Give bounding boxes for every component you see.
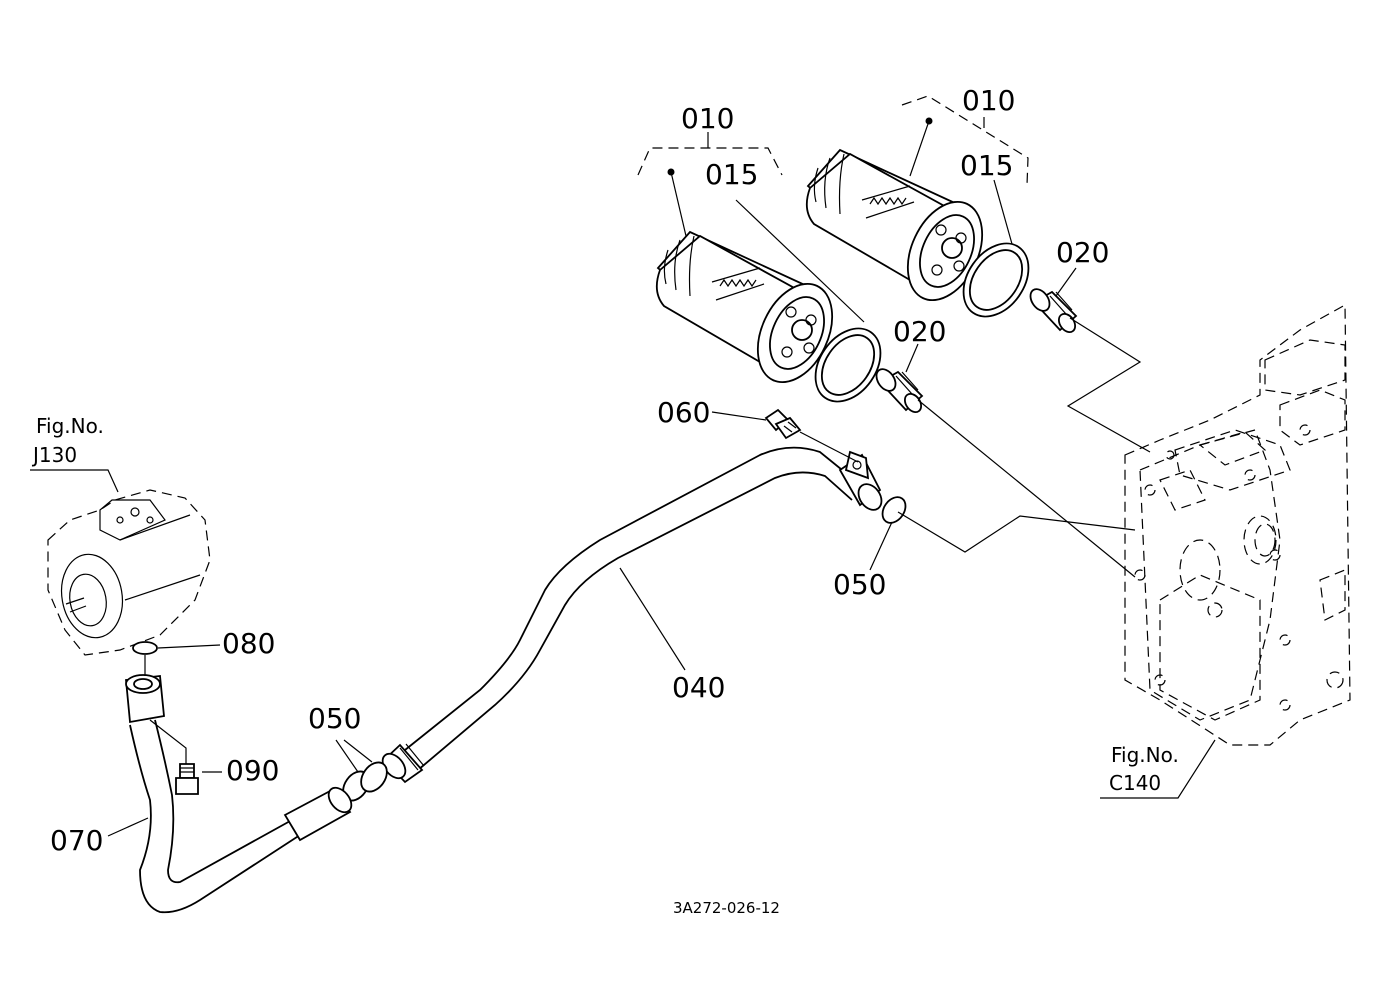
oil-filter-right[interactable] [805, 117, 997, 313]
fig-ref-c140-label[interactable]: Fig.No. [1111, 743, 1179, 767]
callout-070[interactable]: 070 [50, 824, 103, 857]
callout-010-left[interactable]: 010 [681, 102, 734, 135]
callout-050-right[interactable]: 050 [833, 568, 886, 601]
transmission-case [1124, 303, 1351, 746]
callout-090[interactable]: 090 [226, 754, 279, 787]
callout-015-left[interactable]: 015 [705, 158, 758, 191]
callout-040[interactable]: 040 [672, 671, 725, 704]
callout-020-right[interactable]: 020 [1056, 236, 1109, 269]
callout-015-right[interactable]: 015 [960, 149, 1013, 182]
fig-ref-j130-label[interactable]: Fig.No. [36, 414, 104, 438]
leader-lines [30, 117, 1216, 837]
fig-ref-j130-number[interactable]: J130 [31, 443, 77, 467]
filter-gasket-left[interactable] [802, 316, 894, 414]
fig-ref-c140-number[interactable]: C140 [1109, 771, 1161, 795]
o-ring-050-left-b[interactable] [356, 758, 392, 797]
oil-filter-left[interactable] [655, 168, 847, 395]
callout-010-right[interactable]: 010 [962, 84, 1015, 117]
set-bracket-left [637, 147, 783, 176]
pipe-040[interactable] [378, 446, 886, 784]
fitting-020-right[interactable] [1027, 286, 1079, 336]
callout-080[interactable]: 080 [222, 627, 275, 660]
hydraulic-pump [47, 489, 211, 656]
bolt-060[interactable] [764, 408, 802, 440]
set-bracket-right [901, 95, 1029, 186]
callout-020-left[interactable]: 020 [893, 315, 946, 348]
drawing-number: 3A272-026-12 [673, 899, 780, 917]
o-ring-050-right[interactable] [878, 493, 910, 527]
fitting-020-left[interactable] [873, 366, 925, 416]
callout-050-left[interactable]: 050 [308, 702, 361, 735]
pipe-070[interactable] [125, 674, 356, 914]
plug-090[interactable] [175, 763, 199, 795]
filter-gasket-right[interactable] [950, 231, 1042, 329]
callout-060[interactable]: 060 [657, 396, 710, 429]
o-ring-080[interactable] [132, 641, 158, 655]
